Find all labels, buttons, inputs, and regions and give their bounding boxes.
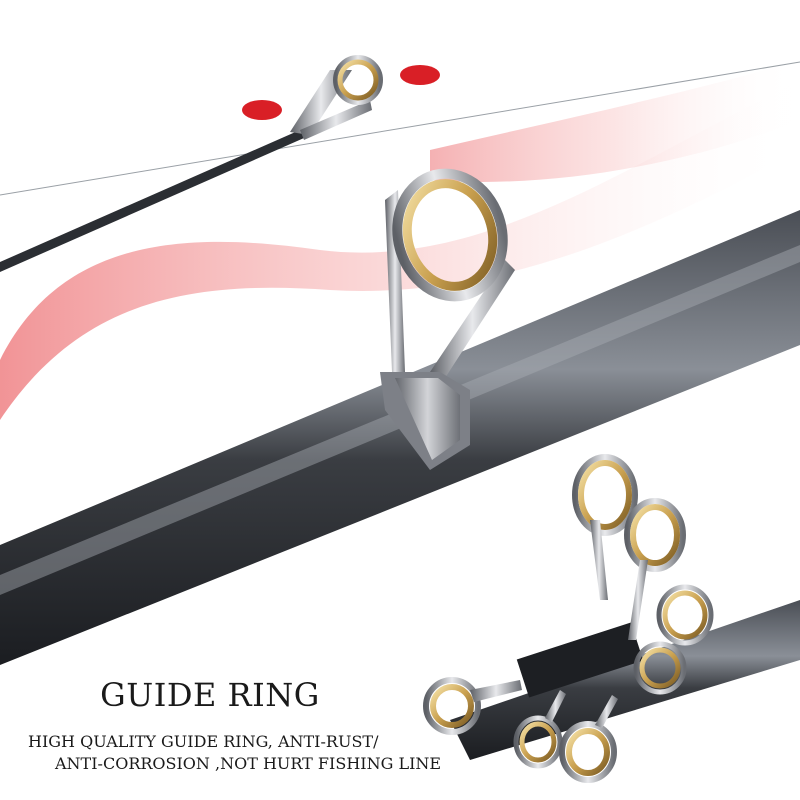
guide-ring-cluster: [423, 454, 714, 783]
main-guide-ring: [380, 168, 515, 470]
red-swoosh: [0, 80, 800, 420]
rod-tip: [0, 130, 304, 272]
headline: GUIDE RING: [100, 676, 320, 714]
rod-segment: [516, 622, 644, 698]
main-rod: [0, 210, 800, 665]
feature-line-1: HIGH QUALITY GUIDE RING, ANTI-RUST/: [28, 732, 379, 751]
red-float-left: [242, 100, 282, 120]
fishing-line: [0, 61, 800, 196]
red-swoosh-top: [430, 60, 800, 182]
red-float-right: [400, 65, 440, 85]
small-rod: [450, 600, 800, 760]
top-guide-ring: [290, 55, 383, 140]
feature-line-2: ANTI-CORROSION ,NOT HURT FISHING LINE: [55, 754, 442, 773]
